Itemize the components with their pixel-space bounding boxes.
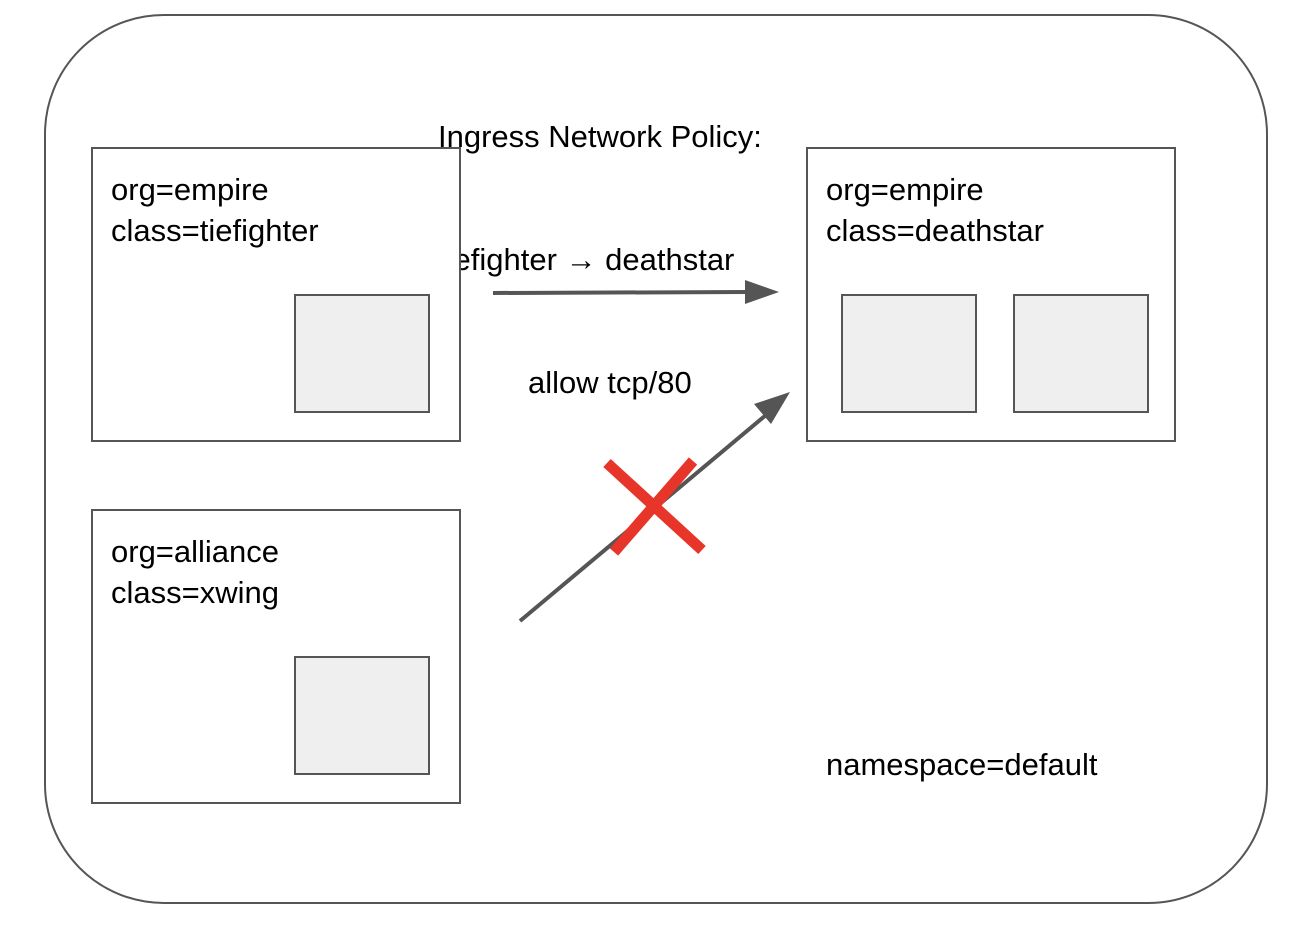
policy-title-line-2: tiefighter → deathstar [438, 242, 735, 277]
tiefighter-group: org=empire class=tiefighter [91, 147, 461, 442]
xwing-class-label: class=xwing [111, 575, 279, 610]
deathstar-org-label: org=empire [826, 172, 984, 207]
xwing-org-label: org=alliance [111, 534, 280, 569]
policy-title-line-3: allow tcp/80 [528, 365, 692, 400]
tiefighter-org-label: org=empire [111, 172, 269, 207]
tiefighter-labels: org=empire class=tiefighter [111, 169, 319, 251]
deathstar-group: org=empire class=deathstar [806, 147, 1176, 442]
deathstar-labels: org=empire class=deathstar [826, 169, 1044, 251]
xwing-group: org=alliance class=xwing [91, 509, 461, 804]
deathstar-pod-1 [841, 294, 977, 413]
namespace-frame [44, 14, 1268, 904]
policy-title-line-1: Ingress Network Policy: [438, 119, 762, 154]
xwing-pod [294, 656, 430, 775]
tiefighter-class-label: class=tiefighter [111, 213, 319, 248]
deathstar-class-label: class=deathstar [826, 213, 1044, 248]
namespace-label: namespace=default [826, 747, 1098, 782]
tiefighter-pod [294, 294, 430, 413]
xwing-labels: org=alliance class=xwing [111, 531, 279, 613]
policy-title: Ingress Network Policy: tiefighter → dea… [438, 34, 762, 444]
deathstar-pod-2 [1013, 294, 1149, 413]
